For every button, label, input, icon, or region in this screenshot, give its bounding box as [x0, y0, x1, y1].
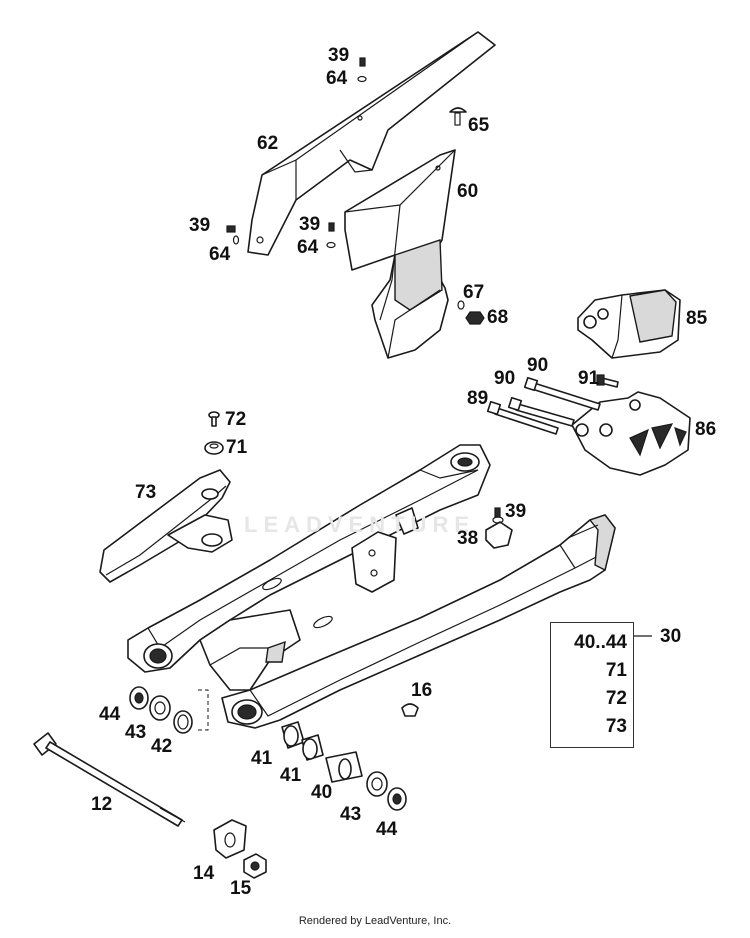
callout-44: 44	[376, 819, 398, 840]
plug-cap	[401, 703, 419, 717]
callout-85: 85	[686, 308, 708, 329]
callout-43: 43	[340, 804, 362, 825]
callout-14: 14	[193, 863, 215, 884]
callout-68: 68	[487, 307, 509, 328]
callout-41: 41	[251, 748, 273, 769]
footer-credit: Rendered by LeadVenture, Inc.	[298, 915, 452, 927]
hardware-top	[226, 57, 485, 325]
left-bearing-set	[129, 686, 193, 734]
pivot-bolt	[33, 732, 186, 827]
callout-42: 42	[151, 736, 173, 757]
chain-guide-upper	[247, 31, 496, 256]
callout-90: 90	[527, 355, 549, 376]
callout-15: 15	[230, 878, 252, 899]
callout-62: 62	[257, 133, 279, 154]
kit-item: 40..44	[574, 632, 627, 653]
kit-item: 72	[605, 688, 627, 709]
swingarm	[127, 444, 616, 731]
callout-39: 39	[328, 45, 350, 66]
callout-64: 64	[297, 237, 319, 258]
callout-65: 65	[468, 115, 490, 136]
callout-39: 39	[505, 501, 527, 522]
callout-67: 67	[463, 282, 485, 303]
pivot-nut	[243, 853, 267, 879]
screw-and-washer	[204, 411, 224, 455]
callout-64: 64	[209, 244, 231, 265]
chain-guide-plate	[571, 391, 691, 476]
callout-39: 39	[189, 215, 211, 236]
callout-16: 16	[411, 680, 433, 701]
chain-slider	[99, 469, 233, 583]
callout-86: 86	[695, 419, 717, 440]
adjuster-plate	[213, 819, 247, 859]
bolts-chain-guide	[486, 374, 619, 435]
chain-guide-block	[577, 289, 681, 359]
right-bearing-set	[281, 721, 407, 811]
callout-91: 91	[578, 368, 600, 389]
kit-item: 71	[605, 660, 627, 681]
chain-guard	[344, 149, 456, 359]
callout-89: 89	[467, 388, 489, 409]
callout-41: 41	[280, 765, 302, 786]
callout-30: 30	[660, 626, 682, 647]
kit-item: 73	[605, 716, 627, 737]
callout-39: 39	[299, 214, 321, 235]
callout-44: 44	[99, 704, 121, 725]
callout-90: 90	[494, 368, 516, 389]
callout-64: 64	[326, 68, 348, 89]
callout-38: 38	[457, 528, 479, 549]
callout-12: 12	[91, 794, 113, 815]
callout-73: 73	[135, 482, 157, 503]
axle-guide-mount	[485, 507, 513, 549]
callout-40: 40	[311, 782, 333, 803]
callout-71: 71	[226, 437, 248, 458]
callout-60: 60	[457, 181, 479, 202]
watermark: LEADVENTURE	[244, 512, 476, 537]
callout-43: 43	[125, 722, 147, 743]
kit-contents-box: 40..44 71 72 73	[550, 622, 634, 748]
callout-72: 72	[225, 409, 247, 430]
